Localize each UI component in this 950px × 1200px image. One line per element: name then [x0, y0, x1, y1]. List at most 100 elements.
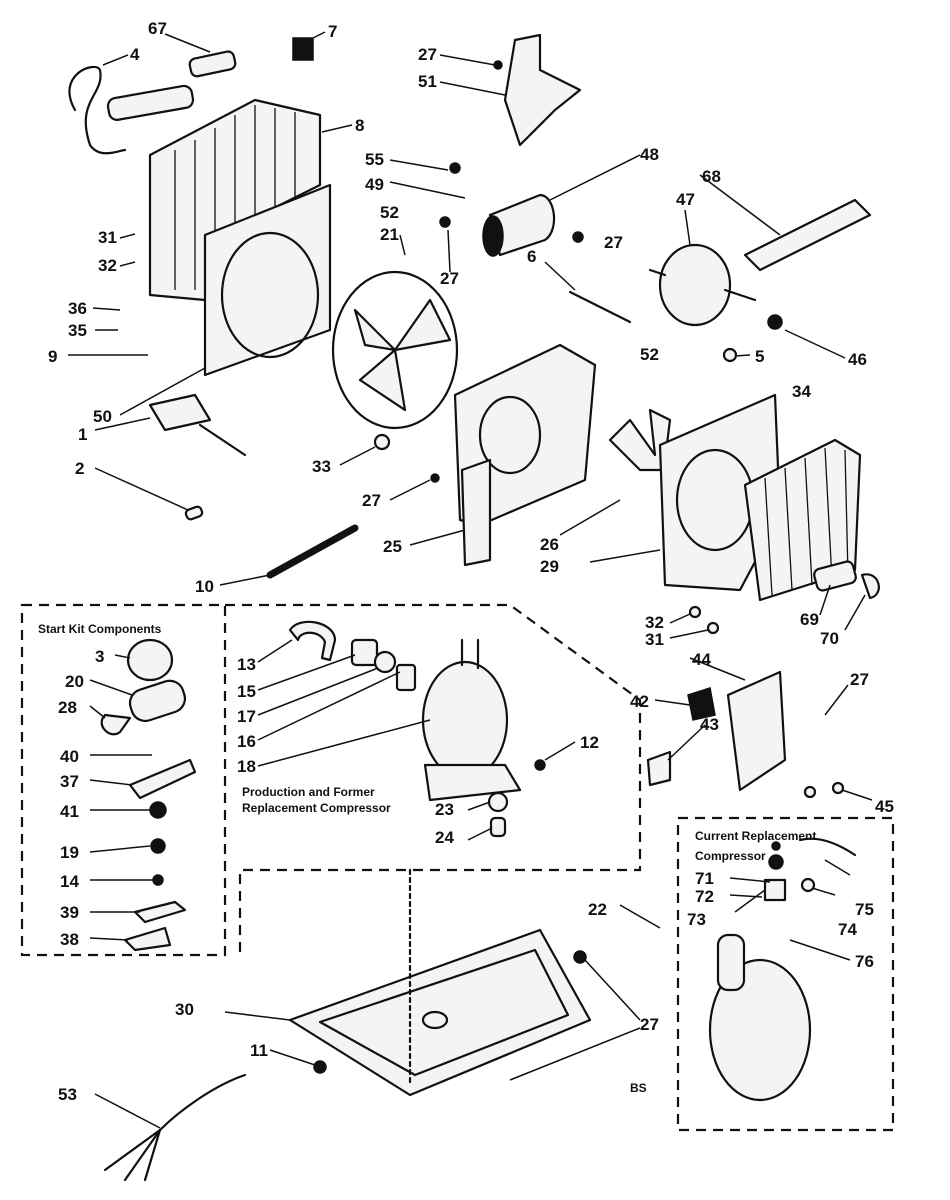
- callout-27c: 27: [604, 233, 623, 252]
- callout-21: 21: [380, 225, 399, 244]
- callout-28: 28: [58, 698, 77, 717]
- accumulator: [716, 933, 746, 992]
- seal-strip-68: [743, 198, 872, 272]
- callout-18: 18: [237, 757, 256, 776]
- screw-27f: [573, 950, 587, 964]
- callout-bs: BS: [630, 1081, 647, 1095]
- callout-72: 72: [695, 887, 714, 906]
- sleeve-24: [489, 816, 507, 838]
- compressor-22: [708, 958, 812, 1102]
- callout-45: 45: [875, 797, 894, 816]
- callout-3: 3: [95, 647, 104, 666]
- callout-4: 4: [130, 45, 140, 64]
- gasket-15: [350, 638, 379, 667]
- clip-7: [292, 37, 314, 61]
- callout-75: 75: [855, 900, 874, 919]
- seal-strip-67a: [188, 50, 237, 78]
- callout-27b: 27: [440, 269, 459, 288]
- callout-1: 1: [78, 425, 87, 444]
- callout-23: 23: [435, 800, 454, 819]
- bracket-51: [503, 33, 582, 147]
- coil-fins-8: [174, 105, 296, 290]
- washer-32b: [688, 605, 702, 619]
- current-compressor-box: [676, 816, 895, 1132]
- callout-52a: 52: [380, 203, 399, 222]
- capacitor-48: [488, 193, 556, 257]
- support-25: [460, 458, 492, 567]
- fan-blades-21: [353, 298, 452, 412]
- callout-16: 16: [237, 732, 256, 751]
- tube-10: [266, 524, 359, 579]
- strap-6: [568, 290, 632, 324]
- callout-39: 39: [60, 903, 79, 922]
- capacitor-end: [482, 215, 504, 257]
- clip-5: [722, 347, 738, 363]
- callout-38: 38: [60, 930, 79, 949]
- callout-36: 36: [68, 299, 87, 318]
- callout-52b: 52: [640, 345, 659, 364]
- callout-51: 51: [418, 72, 437, 91]
- callout-10: 10: [195, 577, 214, 596]
- motor-shaft-rear: [648, 268, 667, 277]
- callout-27f: 27: [640, 1015, 659, 1034]
- shroud-50: [203, 183, 332, 377]
- callout-20: 20: [65, 672, 84, 691]
- callout-9: 9: [48, 347, 57, 366]
- callout-22: 22: [588, 900, 607, 919]
- callout-32b: 32: [645, 613, 664, 632]
- switch-42: [687, 687, 716, 721]
- callout-44: 44: [692, 650, 711, 669]
- base-pan-inner: [318, 948, 570, 1077]
- callout-67: 67: [148, 19, 167, 38]
- leader-lines: [68, 31, 873, 1129]
- callout-48: 48: [640, 145, 659, 164]
- grommet-23: [487, 791, 509, 813]
- washer-31b: [706, 621, 720, 635]
- callout-68: 68: [702, 167, 721, 186]
- harness-53: [158, 1073, 247, 1132]
- callout-17: 17: [237, 707, 256, 726]
- callout-27d: 27: [362, 491, 381, 510]
- motor-shaft: [723, 288, 757, 302]
- compressor-18: [421, 660, 509, 780]
- callout-71: 71: [695, 869, 714, 888]
- clip-39: [133, 900, 187, 924]
- cover-38: [123, 926, 172, 952]
- callout-27a: 27: [418, 45, 437, 64]
- start-kit-title: Start Kit Components: [38, 622, 162, 636]
- current-title-1: Current Replacement: [695, 829, 816, 843]
- coil-fins-34: [764, 447, 849, 596]
- callout-33: 33: [312, 457, 331, 476]
- production-title-2: Replacement Compressor: [242, 801, 391, 815]
- callout-7: 7: [328, 22, 337, 41]
- grommet-33: [373, 433, 391, 451]
- callout-32a: 32: [98, 256, 117, 275]
- screw-19: [150, 838, 166, 854]
- screw-45a: [831, 781, 845, 795]
- screw-41: [149, 801, 167, 819]
- callout-34: 34: [792, 382, 811, 401]
- callout-29: 29: [540, 557, 559, 576]
- callout-11: 11: [250, 1041, 268, 1060]
- drain-69: [813, 560, 857, 592]
- seal-strip-67b: [106, 84, 195, 121]
- base-pan-drain: [421, 1010, 449, 1030]
- production-title-1: Production and Former: [242, 785, 375, 799]
- clip-16: [395, 663, 417, 692]
- shroud-opening: [220, 231, 320, 359]
- switch-1: [148, 393, 212, 432]
- production-compressor-box: [225, 603, 642, 955]
- nut-17: [373, 650, 397, 674]
- callout-49: 49: [365, 175, 384, 194]
- clip-70: [860, 573, 880, 600]
- part-72: [768, 854, 784, 870]
- part-74: [800, 877, 816, 893]
- capacitor-20: [128, 679, 187, 723]
- callout-40: 40: [60, 747, 79, 766]
- part-71: [771, 841, 781, 851]
- callout-31a: 31: [98, 228, 117, 247]
- callout-14: 14: [60, 872, 79, 891]
- callout-46: 46: [848, 350, 867, 369]
- screw-11: [313, 1060, 327, 1074]
